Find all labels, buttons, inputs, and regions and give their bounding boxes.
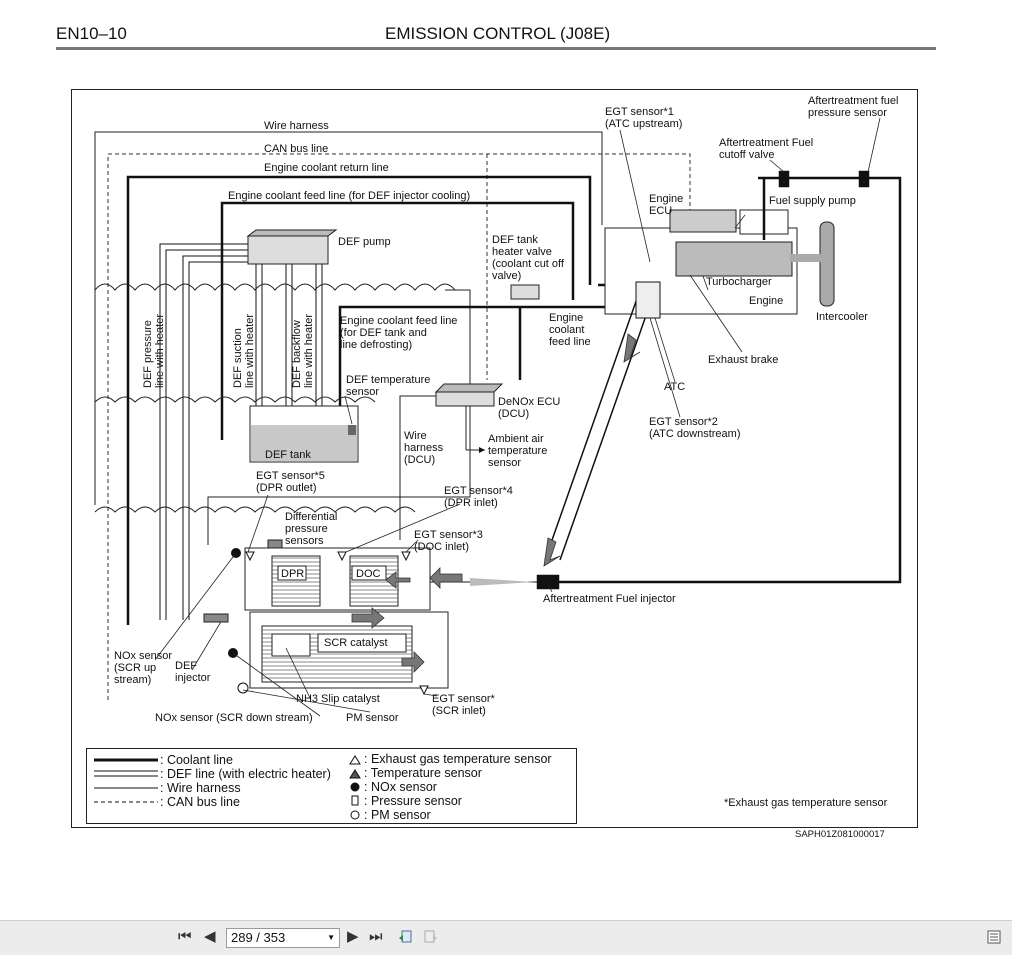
heater-coils bbox=[94, 283, 456, 513]
can-bus-lines bbox=[107, 153, 691, 700]
wire-harness-lines bbox=[94, 131, 603, 545]
label-def-backflow-line: DEF backflow line with heater bbox=[291, 314, 315, 388]
label-egt4: EGT sensor*4 (DPR inlet) bbox=[444, 485, 513, 509]
label-def-tank: DEF tank bbox=[265, 449, 311, 461]
label-nox-up: NOx sensor (SCR up stream) bbox=[114, 650, 173, 686]
legend-temp-sensor: : Temperature sensor bbox=[364, 766, 482, 780]
label-ambient-air-sensor: Ambient air temperature sensor bbox=[488, 433, 548, 469]
label-nh3-slip: NH3 Slip catalyst bbox=[296, 693, 380, 705]
label-turbocharger: Turbocharger bbox=[706, 276, 772, 288]
label-engine: Engine bbox=[749, 295, 784, 307]
label-def-suction-line: DEF suction line with heater bbox=[232, 314, 256, 388]
label-coolant-feed-tank: Engine coolant feed line (for DEF tank a… bbox=[340, 315, 458, 351]
label-coolant-return: Engine coolant return line bbox=[264, 162, 389, 174]
label-engine-ecu: Engine ECU bbox=[649, 193, 684, 217]
footnote: *Exhaust gas temperature sensor bbox=[724, 797, 888, 809]
diagram-frame bbox=[71, 89, 918, 828]
header-section-code: EN10–10 bbox=[56, 24, 127, 43]
leader-lines bbox=[154, 117, 881, 717]
legend-coolant-line: : Coolant line bbox=[160, 753, 233, 767]
page-indicator: 289 / 353 bbox=[231, 930, 286, 945]
label-coolant-feed-injector: Engine coolant feed line (for DEF inject… bbox=[228, 190, 471, 202]
legend-line-samples bbox=[94, 758, 158, 803]
heater-valve bbox=[510, 284, 540, 300]
label-egt5: EGT sensor*5 (DPR outlet) bbox=[256, 470, 325, 494]
figure-code: SAPH01Z081000017 bbox=[795, 829, 885, 840]
thumbnails-icon[interactable] bbox=[987, 930, 1001, 944]
page-title: EMISSION CONTROL (J08E) bbox=[385, 24, 611, 43]
go-back-icon[interactable] bbox=[398, 930, 412, 944]
def-pump bbox=[246, 229, 338, 265]
header-rule bbox=[56, 47, 936, 50]
label-atc: ATC bbox=[664, 381, 686, 393]
label-scr-catalyst: SCR catalyst bbox=[324, 637, 388, 649]
label-aftertreatment-injector: Aftertreatment Fuel injector bbox=[543, 593, 676, 605]
label-wire-harness: Wire harness bbox=[264, 120, 329, 132]
page-selector[interactable]: 289 / 353 ▼ bbox=[226, 928, 340, 948]
legend-pm-sensor: : PM sensor bbox=[364, 808, 431, 822]
label-egt-scr-inlet: EGT sensor* (SCR inlet) bbox=[432, 693, 495, 717]
label-pm-sensor: PM sensor bbox=[346, 712, 399, 724]
prev-page-icon[interactable]: ◀ bbox=[204, 928, 216, 945]
exhaust-pipe bbox=[430, 281, 661, 583]
label-aftertreatment-fuel-pressure: Aftertreatment fuel pressure sensor bbox=[808, 95, 899, 119]
legend-nox-sensor: : NOx sensor bbox=[364, 780, 437, 794]
label-def-tank-heater-valve: DEF tank heater valve (coolant cut off v… bbox=[492, 234, 564, 282]
label-def-injector: DEF injector bbox=[175, 660, 211, 684]
denox-ecu-box bbox=[434, 383, 504, 407]
legend-wire-harness: : Wire harness bbox=[160, 781, 241, 795]
legend-symbols bbox=[349, 755, 361, 820]
next-page-icon[interactable]: ▶ bbox=[347, 928, 359, 945]
label-def-pump: DEF pump bbox=[338, 236, 391, 248]
label-egt2: EGT sensor*2 (ATC downstream) bbox=[649, 416, 741, 440]
label-wire-harness-dcu: Wire harness (DCU) bbox=[404, 430, 444, 466]
legend-def-line: : DEF line (with electric heater) bbox=[160, 767, 331, 781]
label-nox-down: NOx sensor (SCR down stream) bbox=[155, 712, 313, 724]
first-page-icon[interactable]: ⏮ bbox=[178, 928, 192, 945]
go-forward-icon[interactable] bbox=[424, 930, 438, 944]
flow-arrows bbox=[351, 333, 641, 673]
last-page-icon[interactable]: ⏭ bbox=[369, 928, 383, 945]
label-egt1: EGT sensor*1 (ATC upstream) bbox=[605, 106, 683, 130]
legend-can-bus: : CAN bus line bbox=[160, 795, 240, 809]
label-fuel-supply-pump: Fuel supply pump bbox=[769, 195, 856, 207]
def-injector bbox=[203, 613, 229, 623]
label-engine-coolant-feed: Engine coolant feed line bbox=[549, 312, 591, 348]
legend-box bbox=[86, 748, 577, 824]
chevron-down-icon: ▼ bbox=[327, 933, 335, 942]
label-diff-pressure: Differential pressure sensors bbox=[285, 511, 338, 547]
egt-triangles bbox=[245, 551, 429, 696]
label-aftertreatment-fuel-cutoff: Aftertreatment Fuel cutoff valve bbox=[719, 137, 814, 161]
label-can-bus-line: CAN bus line bbox=[264, 143, 329, 155]
legend-egt-sensor: : Exhaust gas temperature sensor bbox=[364, 752, 552, 766]
coolant-lines bbox=[126, 175, 902, 625]
def-lines bbox=[159, 243, 323, 620]
label-intercooler: Intercooler bbox=[816, 311, 868, 323]
label-doc: DOC bbox=[356, 568, 381, 580]
label-denox-ecu: DeNOx ECU (DCU) bbox=[498, 396, 561, 420]
label-exhaust-brake: Exhaust brake bbox=[708, 354, 779, 366]
fuel-lines bbox=[536, 170, 870, 590]
label-def-pressure-line: DEF pressure line with heater bbox=[142, 314, 166, 388]
label-dpr: DPR bbox=[281, 568, 305, 580]
label-egt3: EGT sensor*3 (DOC inlet) bbox=[414, 529, 483, 553]
aftertreatment-unit bbox=[244, 547, 449, 689]
viewer-toolbar: ⏮ ◀ 289 / 353 ▼ ▶ ⏭ bbox=[0, 920, 1012, 955]
label-def-temp-sensor: DEF temperature sensor bbox=[346, 374, 431, 398]
legend-pressure-sensor: : Pressure sensor bbox=[364, 794, 462, 808]
